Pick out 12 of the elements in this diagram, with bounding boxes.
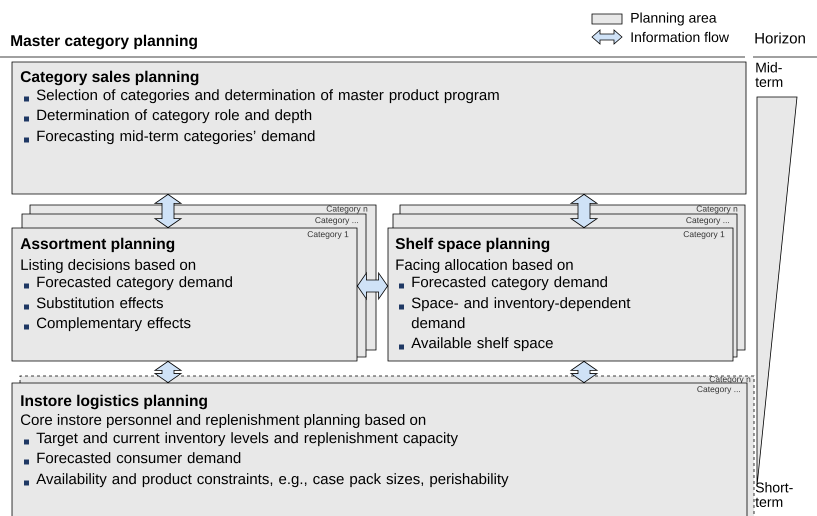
legend-label: Information flow — [632, 32, 730, 42]
planning-box: Category ... Instore logistics planning Core instore personnel and replenishment planning based on Target and current inventory levels and replenishment capacity Forecasted consumer demand Availability and product constraints, e.g., case pack sizes, perishability — [12, 382, 748, 516]
planning-box: Category sales planning Selection of categories and determination of master product program Determination of category role and depth Forecasting mid-term categories’ demand — [12, 62, 746, 194]
planning-box: Category 1 Assortment planning Listing decisions based on Forecasted category demand Substitution effects Complementary effects — [12, 228, 358, 362]
horizon-label: Short-term — [755, 482, 793, 507]
diagram-title: Master category planning — [11, 34, 197, 50]
double-arrow — [570, 194, 598, 228]
legend-label: Planning area — [631, 12, 717, 26]
double-arrow — [154, 194, 182, 228]
horizon-label: Horizon — [755, 32, 805, 44]
horizon-label: Mid-term — [755, 62, 782, 87]
planning-box: Category 1 Shelf space planning Facing allocation based on Forecasted category demand Space- and inventory-dependent demand Available shelf space — [388, 228, 734, 362]
